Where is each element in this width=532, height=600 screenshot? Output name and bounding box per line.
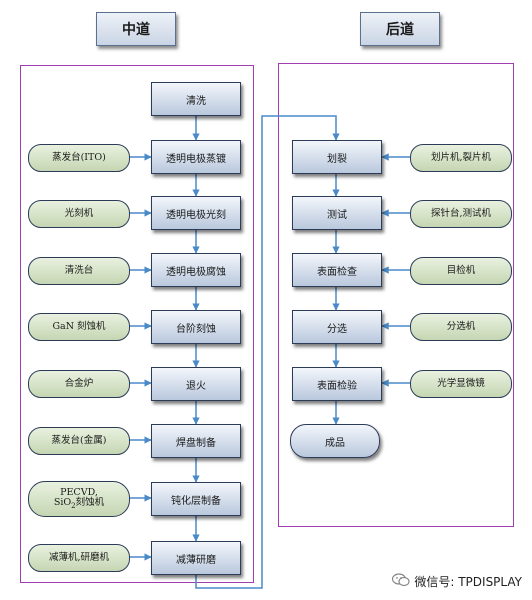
step-cleaning: 清洗 [151,82,241,116]
final-product: 成品 [290,424,380,458]
middle-process-panel [20,65,254,583]
equipment-thinning-grinding-machine: 减薄机,研磨机 [28,544,130,572]
watermark-text: 微信号: TPDISPLAY [414,575,522,589]
equipment-scriber-breaker: 划片机,裂片机 [410,144,512,172]
equipment-evaporator-metal: 蒸发台(金属) [28,427,130,455]
step-thinning-grinding: 减薄研磨 [151,541,241,575]
equipment-pecvd-sio2-etcher: PECVD, SiO2刻蚀机 [28,481,130,517]
step-mesa-etching: 台阶刻蚀 [151,310,241,344]
step-transparent-electrode-lithography: 透明电极光刻 [151,196,241,230]
sio2-subscript: 2 [71,502,76,511]
step-scribing-breaking: 划裂 [292,140,382,174]
back-process-panel [278,63,514,527]
pecvd-label: PECVD, SiO2刻蚀机 [53,486,105,511]
step-transparent-electrode-etching: 透明电极腐蚀 [151,253,241,287]
middle-process-header: 中道 [96,12,176,46]
etcher-suffix: 刻蚀机 [75,497,105,509]
wechat-watermark: 微信号: TPDISPLAY [392,573,522,590]
wechat-icon [392,573,410,590]
step-testing: 测试 [292,196,382,230]
sio2-prefix: SiO [53,497,72,509]
step-annealing: 退火 [151,367,241,401]
equipment-prober-tester: 探针台,测试机 [410,200,512,228]
step-sorting: 分选 [292,310,382,344]
back-process-header: 后道 [360,12,440,46]
step-pad-fabrication: 焊盘制备 [151,424,241,458]
equipment-evaporator-ito: 蒸发台(ITO) [28,144,130,172]
step-transparent-electrode-evaporation: 透明电极蒸镀 [151,140,241,174]
equipment-lithography-machine: 光刻机 [28,200,130,228]
step-surface-inspection: 表面检查 [292,253,382,287]
equipment-cleaning-station: 清洗台 [28,257,130,285]
equipment-gan-etcher: GaN 刻蚀机 [28,313,130,341]
equipment-sorter: 分选机 [410,313,512,341]
step-surface-check: 表面检验 [292,367,382,401]
pecvd-line1: PECVD, [60,486,98,498]
equipment-visual-inspector: 目检机 [410,257,512,285]
step-passivation-layer: 钝化层制备 [151,482,241,516]
equipment-optical-microscope: 光学显微镜 [410,370,512,398]
equipment-alloy-furnace: 合金炉 [28,370,130,398]
